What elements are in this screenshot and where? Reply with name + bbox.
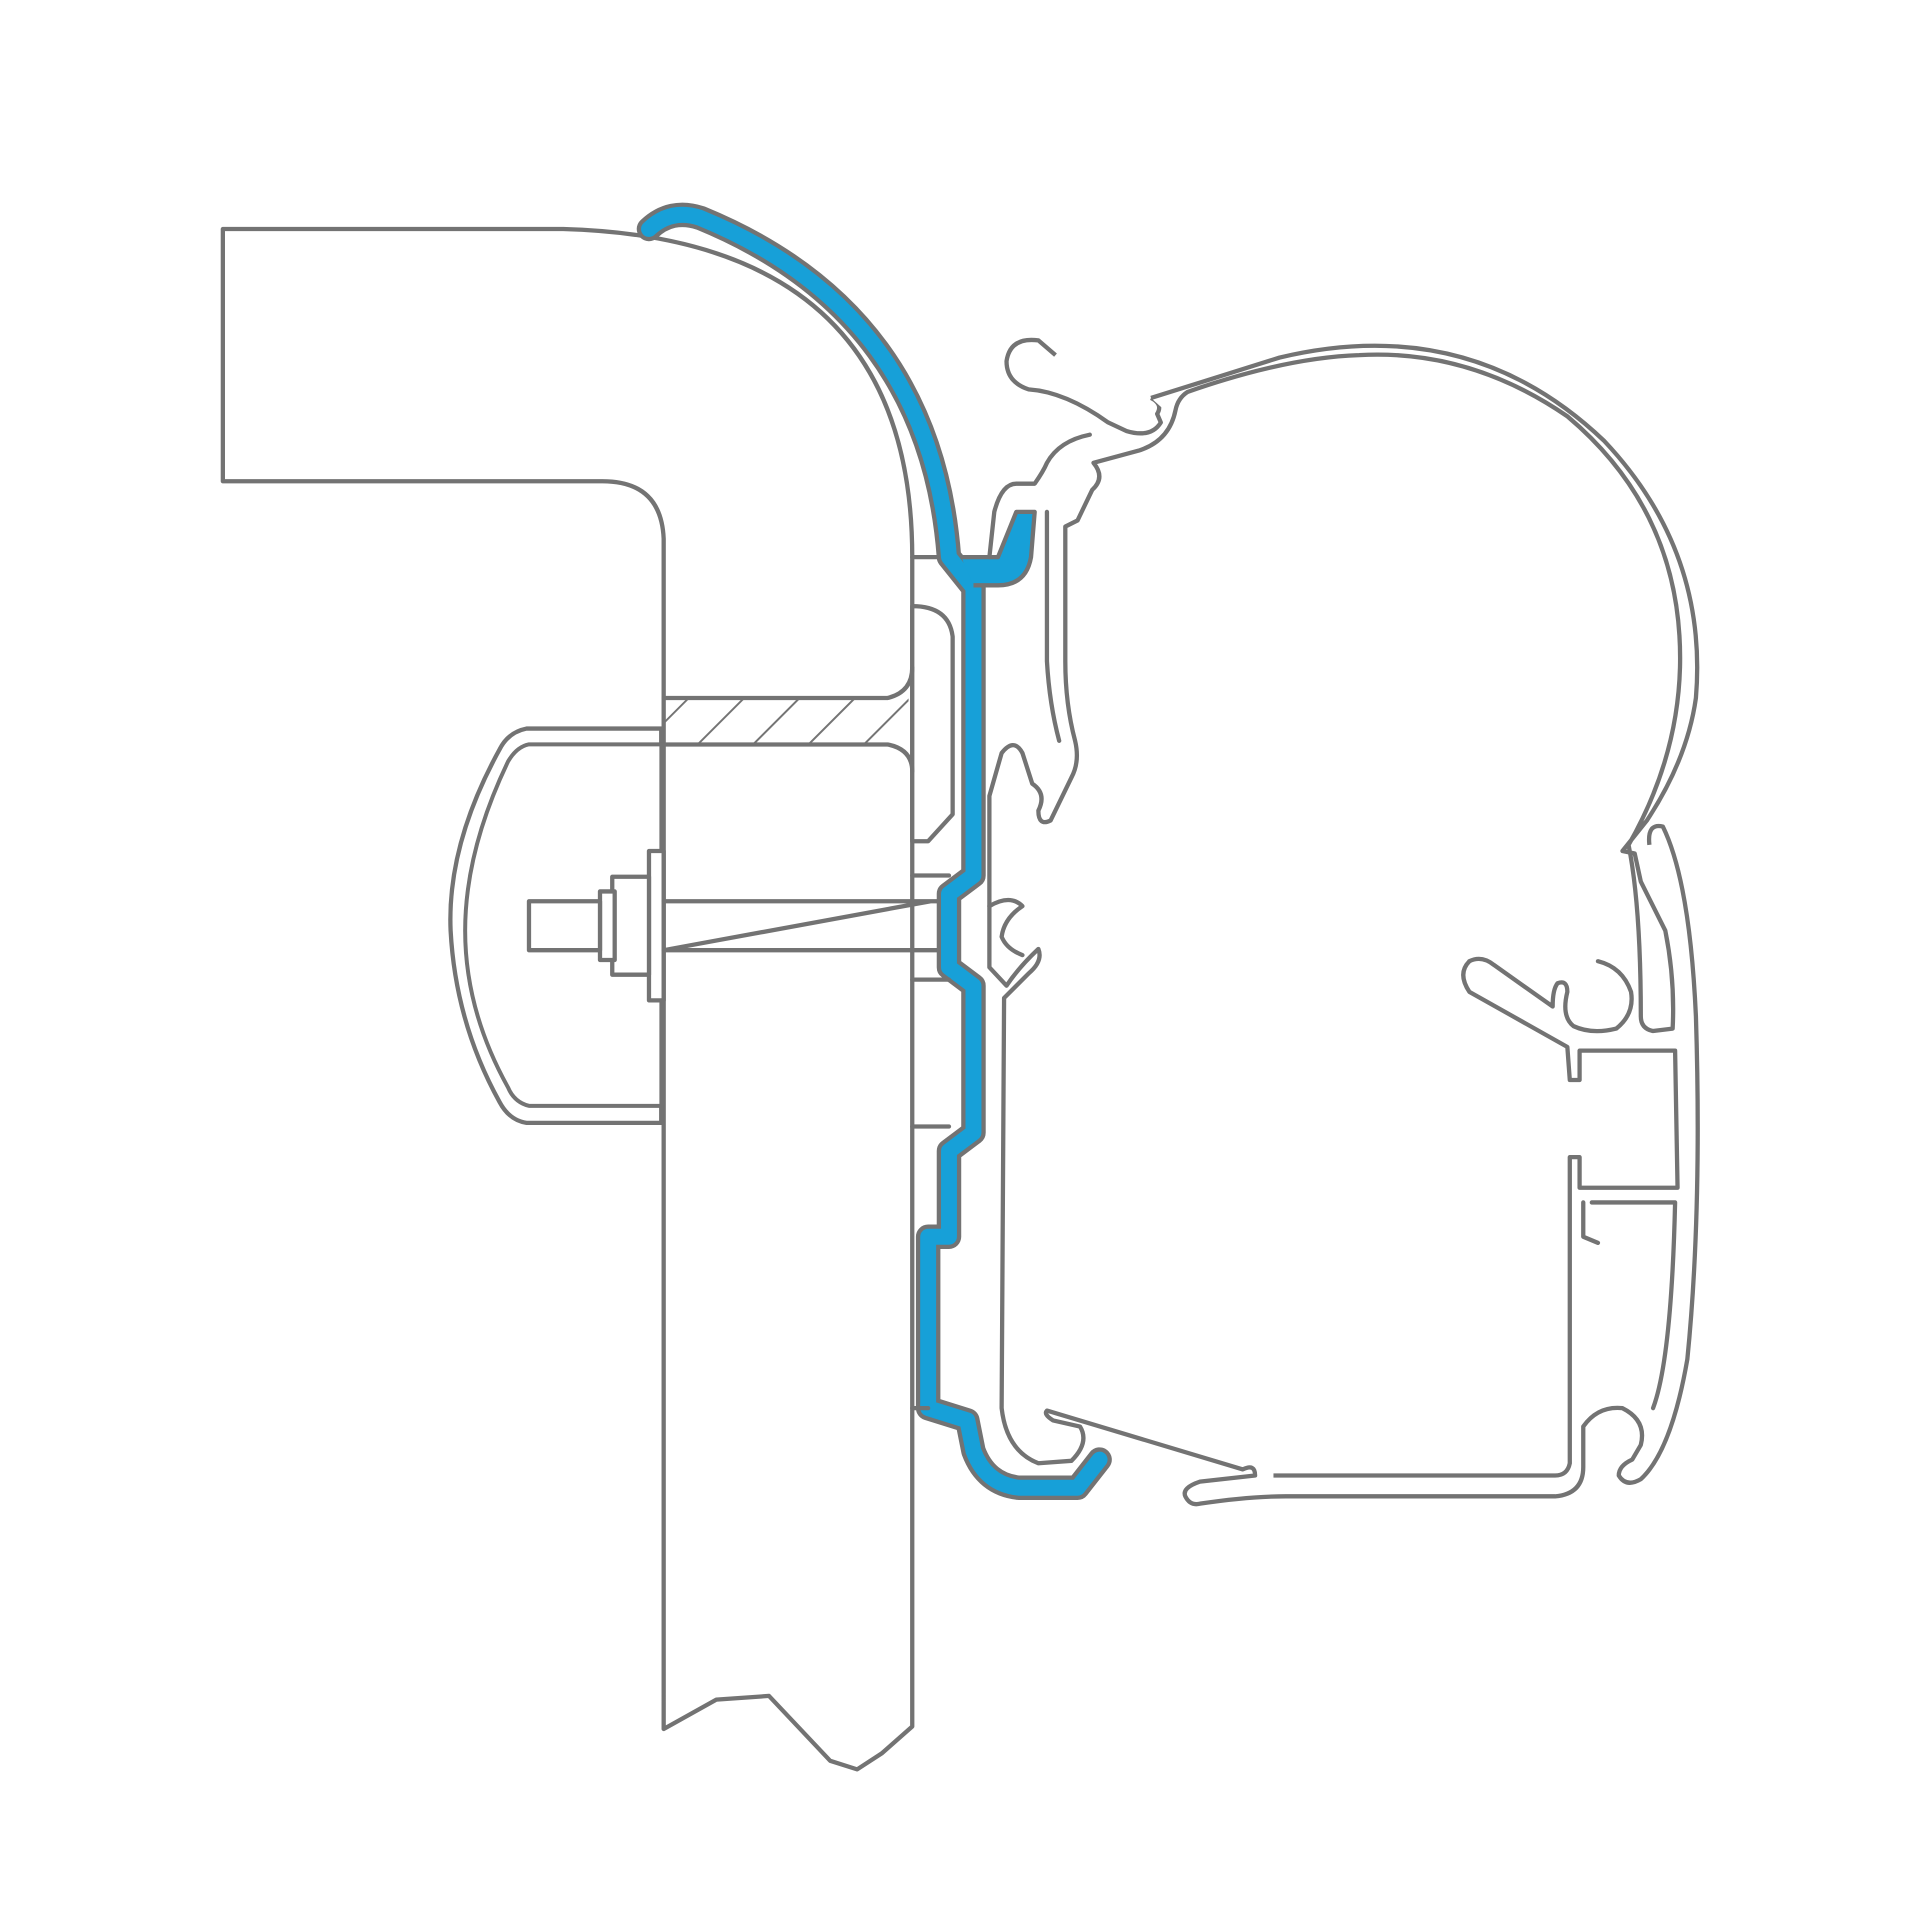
channel-hatch [663,697,909,745]
wall-section [220,226,915,1772]
bolt [526,848,945,1003]
adapter-rail [636,202,1112,1500]
bolt-channel [661,665,915,774]
awning-profile [987,337,1700,1507]
adapter-highlight [641,206,1108,1496]
rail-insert [910,603,955,844]
